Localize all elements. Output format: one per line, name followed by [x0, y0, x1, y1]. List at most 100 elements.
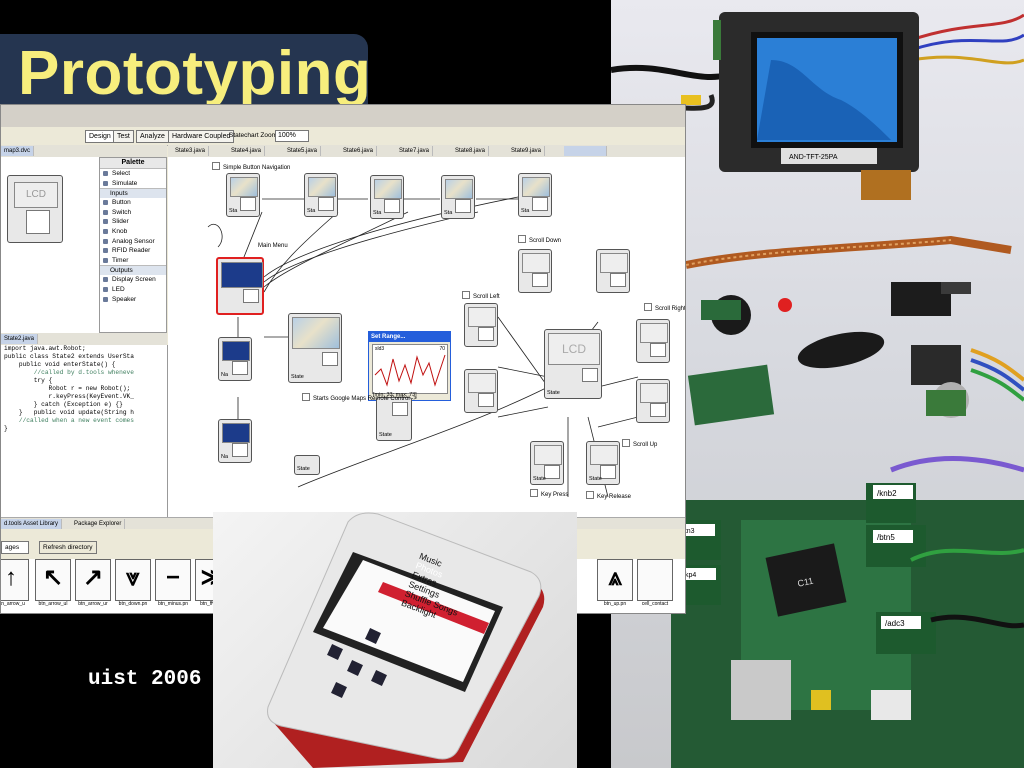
- palette-panel: Palette Select Simulate Inputs Button Sw…: [99, 157, 167, 333]
- palette-inputs-header[interactable]: Inputs: [100, 188, 166, 199]
- asset-arrow-ul[interactable]: ↖: [35, 559, 71, 601]
- state-node[interactable]: Sta: [226, 173, 260, 217]
- dtools-ide-window: Design Test Analyze Hardware Coupled Sta…: [0, 104, 686, 614]
- board-kp4: /kp4: [683, 572, 696, 579]
- tab-state7[interactable]: State7.java: [396, 146, 434, 156]
- asset-cell-contact[interactable]: [637, 559, 673, 601]
- tab-state8[interactable]: State8.java: [452, 146, 490, 156]
- zoom-label: Statechart Zoom:: [229, 132, 279, 139]
- palette-select[interactable]: Select: [100, 169, 166, 179]
- main-menu-label: Main Menu: [258, 243, 288, 249]
- palette-analog-sensor[interactable]: Analog Sensor: [100, 237, 166, 247]
- palette-title: Palette: [100, 158, 166, 169]
- range-field: sld3: [375, 346, 385, 352]
- hardware-illustration: AND-TFT-25PA C11 /knb2 /btn3: [611, 12, 1024, 768]
- palette-rfid-reader[interactable]: RFID Reader: [100, 246, 166, 256]
- tab-state5[interactable]: State5.java: [284, 146, 322, 156]
- zoom-select[interactable]: 100%: [275, 130, 309, 142]
- state-node[interactable]: Sta: [441, 175, 475, 219]
- asset-down[interactable]: ⩔: [115, 559, 151, 601]
- state-node[interactable]: State: [288, 313, 342, 383]
- prototype-device-illustration: Music Photos Extras Settings Shuffle Son…: [267, 512, 545, 768]
- palette-slider[interactable]: Slider: [100, 217, 166, 227]
- code-line: public class State2 extends UserSta: [4, 353, 134, 360]
- analyze-button[interactable]: Analyze: [136, 130, 169, 143]
- slide-title: Prototyping: [18, 39, 372, 108]
- board-btn3: /btn3: [679, 528, 695, 535]
- overview-dpad: [26, 210, 50, 234]
- state-node[interactable]: [636, 379, 670, 423]
- palette-speaker[interactable]: Speaker: [100, 295, 166, 305]
- overview-lcd: LCD: [14, 182, 58, 208]
- state-node[interactable]: State: [376, 397, 412, 441]
- asset-label: btn_arrow_u: [1, 601, 25, 607]
- tab-state2-java[interactable]: State2.java: [1, 334, 39, 344]
- tab-asset-library[interactable]: d.tools Asset Library: [1, 519, 63, 529]
- tab-map3[interactable]: map3.dvc: [1, 146, 35, 156]
- state-node[interactable]: Sta: [370, 175, 404, 219]
- state-node[interactable]: State: [294, 455, 320, 475]
- state-node[interactable]: [464, 303, 498, 347]
- asset-label: btn_ffwd.pn: [195, 601, 231, 607]
- code-line: }: [4, 425, 8, 432]
- palette-timer[interactable]: Timer: [100, 256, 166, 266]
- maps-remote-label: Starts Google Maps Remote Control ->: [302, 393, 417, 402]
- set-range-dialog[interactable]: Set Range... sld3 70 [min: 33; max: 73]: [368, 331, 451, 401]
- asset-up[interactable]: ⩓: [597, 559, 633, 601]
- refresh-directory-button[interactable]: Refresh directory: [39, 541, 97, 554]
- statechart-canvas[interactable]: Simple Button Navigation Sta Sta Sta Sta…: [168, 157, 685, 517]
- footer-text: uist 2006: [88, 668, 202, 691]
- state-node[interactable]: [464, 369, 498, 413]
- test-button[interactable]: Test: [113, 130, 134, 143]
- code-line: } catch (Exception e) {}: [4, 401, 123, 408]
- tab-state4[interactable]: State4.java: [228, 146, 266, 156]
- prototype-device-photo: Music Photos Extras Settings Shuffle Son…: [213, 512, 577, 768]
- state-node[interactable]: [596, 249, 630, 293]
- overview-pane: LCD: [1, 157, 100, 333]
- asset-label: btn_minus.pn: [157, 601, 189, 607]
- board-knb2: /knb2: [877, 489, 897, 498]
- nav-checkbox[interactable]: Simple Button Navigation: [212, 162, 290, 171]
- code-line: r.keyPress(KeyEvent.VK_: [4, 393, 134, 400]
- asset-label: btn_up.pn: [603, 601, 627, 607]
- palette-display-screen[interactable]: Display Screen: [100, 275, 166, 285]
- overview-state[interactable]: LCD: [7, 175, 63, 243]
- toolbar: Design Test Analyze Hardware Coupled Sta…: [1, 127, 685, 146]
- hardware-coupled-button[interactable]: Hardware Coupled: [168, 130, 235, 143]
- state-node[interactable]: Na: [218, 419, 252, 463]
- palette-button[interactable]: Button: [100, 198, 166, 208]
- tab-state6[interactable]: State6.java: [340, 146, 378, 156]
- state-node[interactable]: [636, 319, 670, 363]
- code-line: //called when a new event comes: [4, 417, 134, 424]
- asset-filter-select[interactable]: ages: [1, 541, 29, 554]
- asset-arrow-ur[interactable]: ↗: [75, 559, 111, 601]
- state-node[interactable]: Sta: [304, 173, 338, 217]
- key-release-label: Key Release: [586, 491, 631, 500]
- tab-active[interactable]: [564, 146, 607, 156]
- menu-bar: [1, 105, 685, 127]
- state-node[interactable]: [518, 249, 552, 293]
- design-button[interactable]: Design: [85, 130, 115, 143]
- asset-arrow-up[interactable]: ↑: [1, 559, 29, 601]
- palette-simulate[interactable]: Simulate: [100, 179, 166, 189]
- asset-minus[interactable]: −: [155, 559, 191, 601]
- state-node[interactable]: Sta: [518, 173, 552, 217]
- state-node[interactable]: Na: [218, 337, 252, 381]
- palette-knob[interactable]: Knob: [100, 227, 166, 237]
- main-menu-state[interactable]: [216, 257, 264, 315]
- state-node[interactable]: State: [586, 441, 620, 485]
- palette-switch[interactable]: Switch: [100, 208, 166, 218]
- code-line: } public void update(String h: [4, 409, 134, 416]
- tab-package-explorer[interactable]: Package Explorer: [71, 519, 126, 529]
- tab-state3[interactable]: State3.java: [172, 146, 210, 156]
- palette-outputs-header[interactable]: Outputs: [100, 265, 166, 276]
- state-node[interactable]: State: [530, 441, 564, 485]
- code-line: import java.awt.Robot;: [4, 345, 86, 352]
- code-editor[interactable]: import java.awt.Robot; public class Stat…: [1, 345, 168, 517]
- range-max: 70: [439, 346, 445, 352]
- palette-led[interactable]: LED: [100, 285, 166, 295]
- tab-state9[interactable]: State9.java: [508, 146, 546, 156]
- asset-label: btn_arrow_ur: [78, 601, 108, 607]
- set-range-title: Set Range...: [369, 332, 450, 342]
